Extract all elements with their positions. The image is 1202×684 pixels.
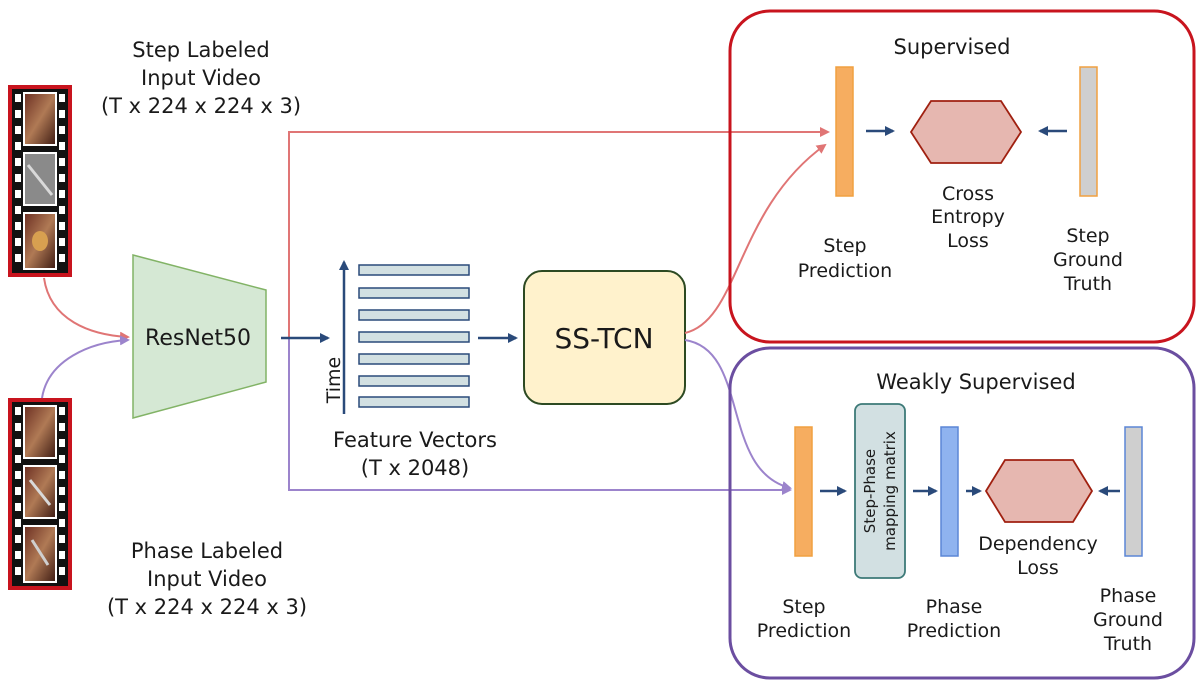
mapping-matrix-label-line1: Step-Phase: [861, 449, 879, 533]
mapping-matrix-label-line2: mapping matrix: [881, 431, 899, 551]
supervised-step-prediction-label: Step Prediction: [798, 235, 892, 282]
red-path-to-supervised: [288, 127, 830, 338]
dependency-loss-hexagon: [984, 459, 1094, 523]
dependency-loss-label: Dependency Loss: [978, 533, 1098, 579]
purple-path-to-weak: [288, 338, 792, 495]
svg-text:Step: Step: [782, 596, 825, 618]
feature-vectors-dim: (T x 2048): [361, 456, 469, 480]
cross-entropy-loss-hexagon: [909, 100, 1023, 164]
phase-video-filmstrip: [8, 398, 72, 590]
svg-text:Prediction: Prediction: [798, 260, 892, 282]
svg-text:Dependency: Dependency: [978, 533, 1098, 555]
svg-text:Input Video: Input Video: [141, 66, 261, 90]
cross-entropy-loss-label: Cross Entropy Loss: [931, 183, 1005, 252]
svg-text:Phase: Phase: [926, 596, 983, 618]
svg-text:Prediction: Prediction: [907, 620, 1001, 642]
time-axis-label: Time: [323, 357, 345, 405]
svg-text:Input Video: Input Video: [147, 567, 267, 591]
weak-step-prediction-label: Step Prediction: [757, 596, 851, 642]
feature-vectors-stack: [358, 264, 470, 408]
svg-text:Phase: Phase: [1100, 585, 1157, 607]
feature-vectors-label: Feature Vectors: [333, 428, 497, 452]
svg-text:Ground: Ground: [1053, 249, 1123, 271]
svg-text:Prediction: Prediction: [757, 620, 851, 642]
step-ground-truth-bar: [1079, 66, 1098, 197]
supervised-panel: [728, 9, 1196, 344]
step-video-arrow: [43, 277, 130, 342]
svg-text:Truth: Truth: [1063, 273, 1112, 295]
svg-text:Step Labeled: Step Labeled: [132, 38, 269, 62]
svg-text:(T x 224 x 224 x 3): (T x 224 x 224 x 3): [101, 94, 301, 118]
sstcn-block: [523, 270, 686, 405]
svg-text:(T x 224 x 224 x 3): (T x 224 x 224 x 3): [107, 595, 307, 619]
resnet50-label: ResNet50: [145, 326, 251, 351]
step-video-filmstrip: [8, 85, 72, 277]
svg-text:Truth: Truth: [1103, 633, 1152, 655]
phase-prediction-bar: [940, 426, 959, 557]
sstcn-to-weak-arrow: [684, 339, 792, 491]
step-phase-mapping-matrix: [854, 403, 906, 579]
supervised-title: Supervised: [894, 35, 1011, 59]
phase-ground-truth-label: Phase Ground Truth: [1093, 585, 1163, 655]
sstcn-label: SS-TCN: [554, 322, 653, 355]
svg-text:Loss: Loss: [947, 230, 989, 252]
svg-text:Step: Step: [823, 235, 866, 257]
svg-text:Ground: Ground: [1093, 609, 1163, 631]
weak-step-prediction-bar: [794, 426, 813, 557]
supervised-step-prediction-bar: [835, 66, 854, 197]
phase-prediction-label: Phase Prediction: [907, 596, 1001, 642]
svg-text:Entropy: Entropy: [931, 206, 1005, 228]
phase-video-label: Phase Labeled Input Video (T x 224 x 224…: [107, 539, 307, 619]
weakly-supervised-title: Weakly Supervised: [876, 370, 1075, 394]
sstcn-to-supervised-arrow: [684, 143, 827, 334]
weakly-supervised-panel: [728, 346, 1196, 680]
step-video-label: Step Labeled Input Video (T x 224 x 224 …: [101, 38, 301, 118]
phase-video-arrow: [41, 335, 130, 399]
svg-text:Phase Labeled: Phase Labeled: [131, 539, 283, 563]
resnet50-block: [132, 254, 267, 419]
phase-ground-truth-bar: [1124, 426, 1143, 557]
step-ground-truth-label: Step Ground Truth: [1053, 225, 1123, 295]
svg-text:Loss: Loss: [1017, 557, 1059, 579]
svg-text:Step: Step: [1066, 225, 1109, 247]
svg-text:Cross: Cross: [942, 183, 994, 205]
